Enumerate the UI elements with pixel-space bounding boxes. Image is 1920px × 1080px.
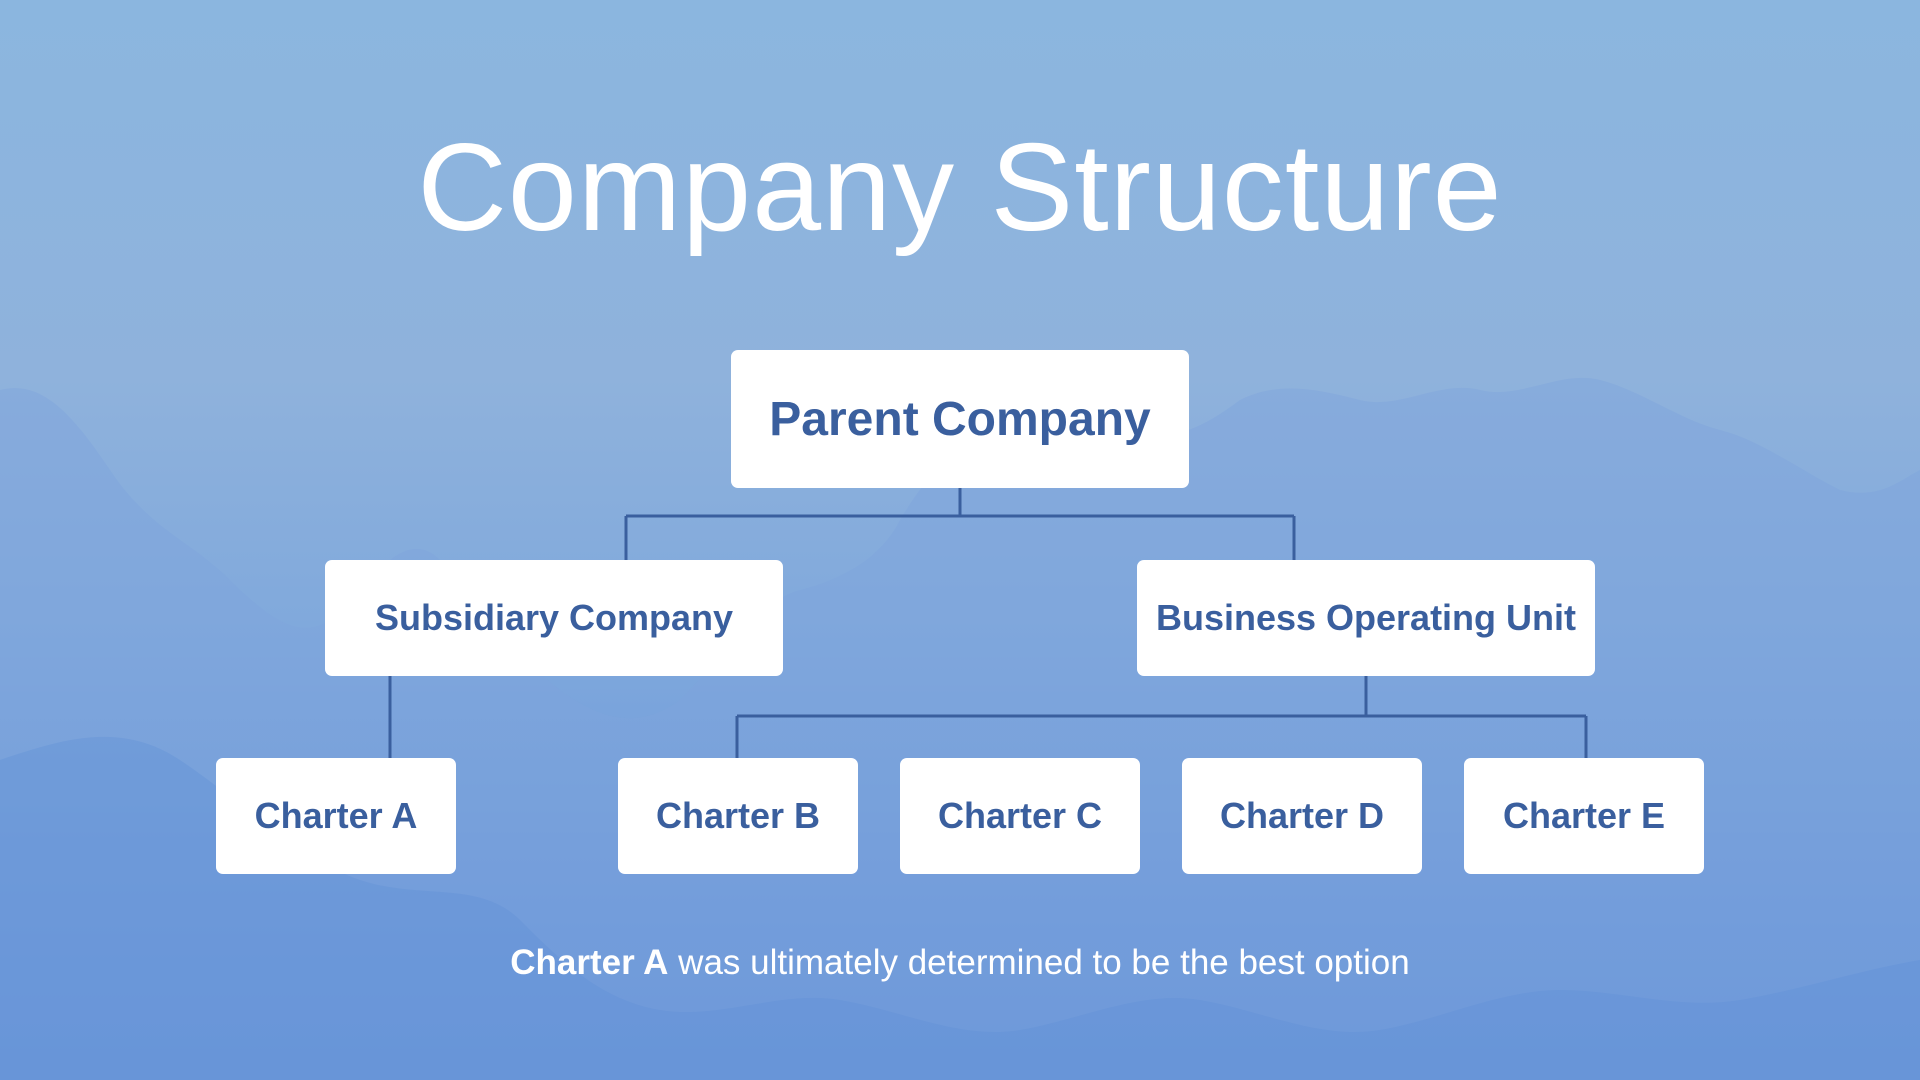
node-charter-d: Charter D — [1182, 758, 1422, 874]
node-label: Charter D — [1219, 795, 1385, 836]
node-parent-company: Parent Company — [731, 350, 1189, 488]
node-label: Charter A — [254, 795, 418, 836]
node-charter-c: Charter C — [900, 758, 1140, 874]
node-business-operating-unit: Business Operating Unit — [1137, 560, 1595, 676]
node-label: Business Operating Unit — [1155, 597, 1577, 638]
caption: Charter A was ultimately determined to b… — [0, 938, 1920, 988]
node-label: Charter B — [655, 795, 821, 836]
caption-highlight: Charter A — [510, 943, 669, 982]
node-charter-a: Charter A — [216, 758, 456, 874]
caption-text: was ultimately determined to be the best… — [668, 943, 1410, 982]
connector-business-unit — [735, 676, 1588, 758]
node-label: Parent Company — [769, 392, 1151, 446]
node-subsidiary-company: Subsidiary Company — [325, 560, 783, 676]
node-charter-e: Charter E — [1464, 758, 1704, 874]
connector-root — [624, 488, 1296, 560]
node-label: Charter E — [1502, 795, 1666, 836]
node-charter-b: Charter B — [618, 758, 858, 874]
page-title: Company Structure — [417, 119, 1503, 257]
node-label: Subsidiary Company — [374, 597, 734, 638]
node-label: Charter C — [937, 795, 1103, 836]
